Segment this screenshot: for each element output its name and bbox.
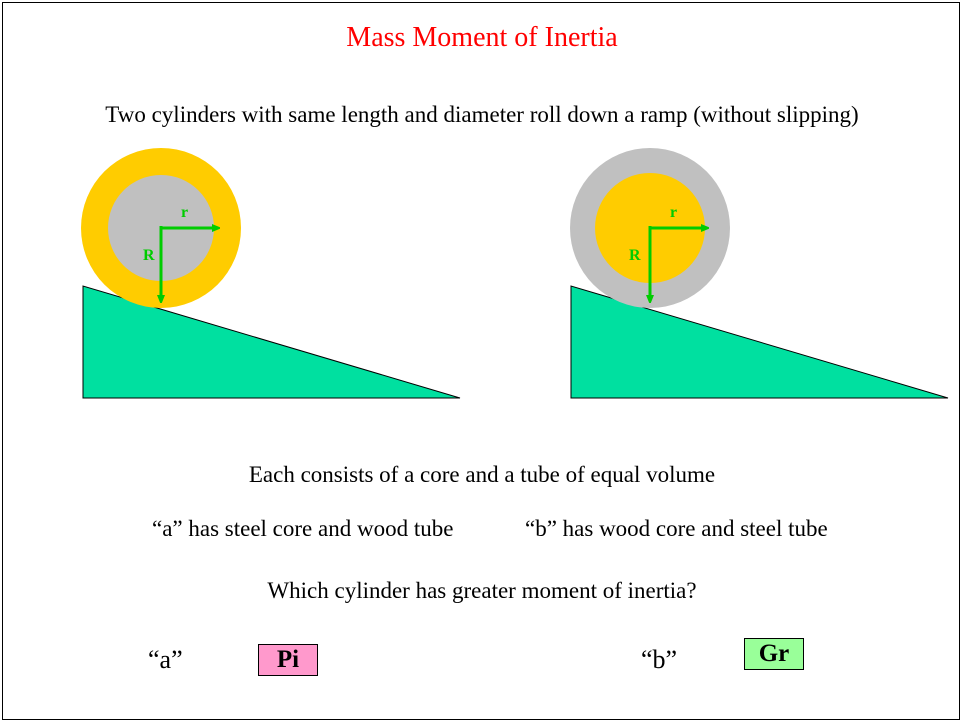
ramp-left (82, 285, 461, 399)
label-r-right: r (670, 204, 677, 221)
answer-a-badge[interactable]: Pi (258, 644, 318, 676)
question-text: Which cylinder has greater moment of ine… (267, 578, 697, 603)
option-b-description: “b” has wood core and steel tube (525, 516, 828, 541)
answer-a-label: “a” (148, 645, 183, 674)
ramp-right (570, 285, 949, 399)
option-a-description: “a” has steel core and wood tube (152, 516, 454, 541)
cylinder-b-diagram: r R (570, 148, 949, 399)
label-R-left: R (143, 247, 155, 264)
label-R-right: R (629, 247, 641, 264)
cylinder-a-diagram: r R (81, 148, 461, 399)
intro-text: Two cylinders with same length and diame… (105, 102, 859, 127)
description-text: Each consists of a core and a tube of eq… (248, 462, 716, 487)
answer-b-label: “b” (641, 645, 678, 674)
slide-title: Mass Moment of Inertia (346, 22, 618, 53)
answer-b-badge[interactable]: Gr (744, 638, 804, 670)
label-r-left: r (181, 204, 188, 221)
